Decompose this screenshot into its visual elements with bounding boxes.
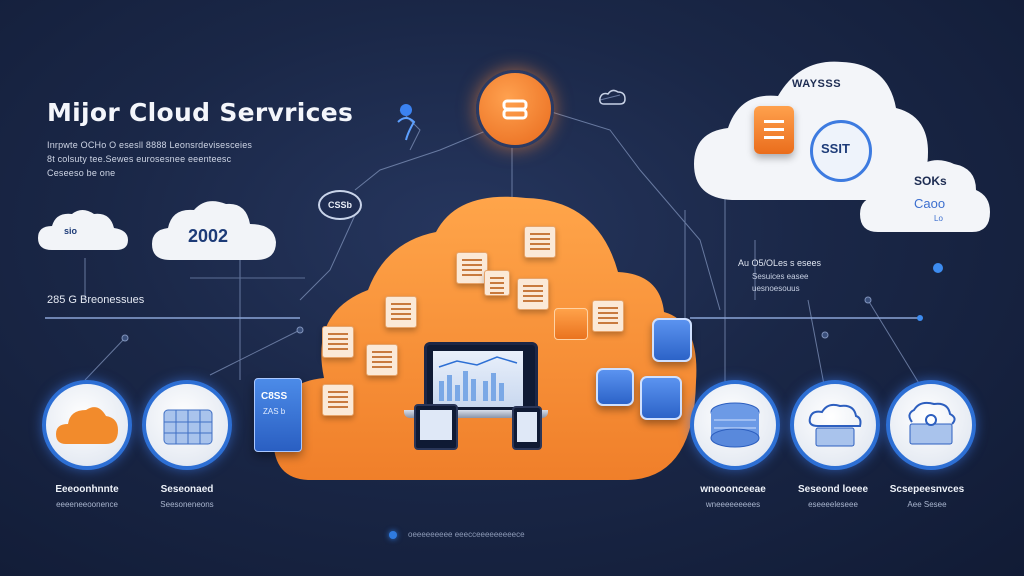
cloud-icon: [38, 210, 128, 250]
panel-sub: ZAS b: [263, 407, 286, 416]
chart-icon: [438, 356, 518, 401]
cloud-icon: [56, 407, 118, 444]
document-icon[interactable]: [322, 326, 354, 358]
service-circle-3[interactable]: [690, 380, 780, 470]
gear-cloud-icon: [908, 401, 956, 445]
top-right-cloud: [694, 61, 928, 200]
service-circle-2[interactable]: [142, 380, 232, 470]
database-icon: [710, 402, 760, 448]
top-right-cloud-label: WAYSSS: [792, 78, 842, 90]
service-label-2: Seseonaed: [160, 484, 214, 495]
service-circle-5[interactable]: [886, 380, 976, 470]
badge-icon[interactable]: SSIT: [810, 120, 872, 182]
small-cloud-title: SOKs: [914, 174, 947, 188]
cloud-server-icon: [808, 403, 862, 447]
tablet-device[interactable]: [414, 404, 458, 450]
service-sub-4: eseeeeleseee: [808, 500, 858, 509]
document-icon[interactable]: [484, 270, 510, 296]
small-cloud-foot: Lo: [934, 214, 943, 223]
left-caption: 285 G Breonessues: [47, 294, 145, 306]
small-cloud-label: sio: [64, 226, 78, 236]
badge-label: SSIT: [821, 141, 850, 156]
dashboard-view: [433, 351, 523, 407]
right-text-3: uesnoesouus: [752, 284, 800, 293]
document-icon[interactable]: [517, 278, 549, 310]
cloud-outline-icon: [599, 89, 626, 105]
app-tile[interactable]: [652, 318, 692, 362]
cloud-icon: [152, 201, 276, 260]
subtitle-line-1: Inrpwte OCHo O esesll 8888 Leonsrdevises…: [47, 140, 253, 150]
right-text-2: Sesuices easee: [752, 272, 809, 281]
network-icon: [397, 104, 416, 141]
service-sub-3: wneeeeeeeees: [705, 500, 761, 509]
small-right-cloud: [860, 160, 990, 232]
page-title: Mijor Cloud Servrices: [47, 98, 354, 127]
small-cloud-card[interactable]: sio: [36, 206, 130, 252]
service-sub-1: eeeeneeoonence: [56, 500, 118, 509]
service-label-1: Eeeoonhnnte: [55, 484, 119, 495]
service-label-3: wneoonceeae: [700, 484, 766, 495]
layers-icon[interactable]: [476, 70, 554, 148]
server-rack-icon: [163, 409, 213, 445]
footer-dot: [389, 531, 397, 539]
node-badge[interactable]: CSSb: [318, 190, 362, 220]
right-text-1: Au O5/OLes s esees: [738, 258, 822, 268]
service-circle-1[interactable]: [42, 380, 132, 470]
subtitle-line-2: 8t colsuty tee.Sewes eurosesnee eeentees…: [47, 154, 232, 164]
service-sub-5: Aee Sesee: [907, 500, 947, 509]
service-circle-4[interactable]: [790, 380, 880, 470]
year-label: 2002: [188, 226, 229, 246]
document-icon[interactable]: [592, 300, 624, 332]
service-label-4: Seseond loeee: [797, 484, 869, 495]
footer-text: oeeeeeeeee eeecceeeeeeeeece: [408, 530, 525, 539]
year-cloud-card[interactable]: 2002: [150, 196, 278, 262]
panel-label: C8SS: [261, 391, 288, 402]
central-cloud: [273, 196, 697, 480]
storage-icon[interactable]: [754, 106, 794, 154]
stack-icon[interactable]: [554, 308, 588, 340]
service-label-5: Scsepeesnvces: [889, 484, 965, 495]
app-tile[interactable]: [596, 368, 634, 406]
document-icon[interactable]: [322, 384, 354, 416]
document-icon[interactable]: [385, 296, 417, 328]
laptop-base: [404, 410, 548, 418]
document-icon[interactable]: [456, 252, 488, 284]
subtitle-line-3: Ceseeso be one: [47, 168, 116, 178]
app-tile[interactable]: [640, 376, 682, 420]
document-icon[interactable]: [366, 344, 398, 376]
small-cloud-sub: Caoo: [914, 196, 946, 211]
service-sub-2: Seesoneneons: [160, 500, 214, 509]
phone-device[interactable]: [512, 406, 542, 450]
document-icon[interactable]: [524, 226, 556, 258]
info-panel[interactable]: C8SS ZAS b: [254, 378, 302, 452]
